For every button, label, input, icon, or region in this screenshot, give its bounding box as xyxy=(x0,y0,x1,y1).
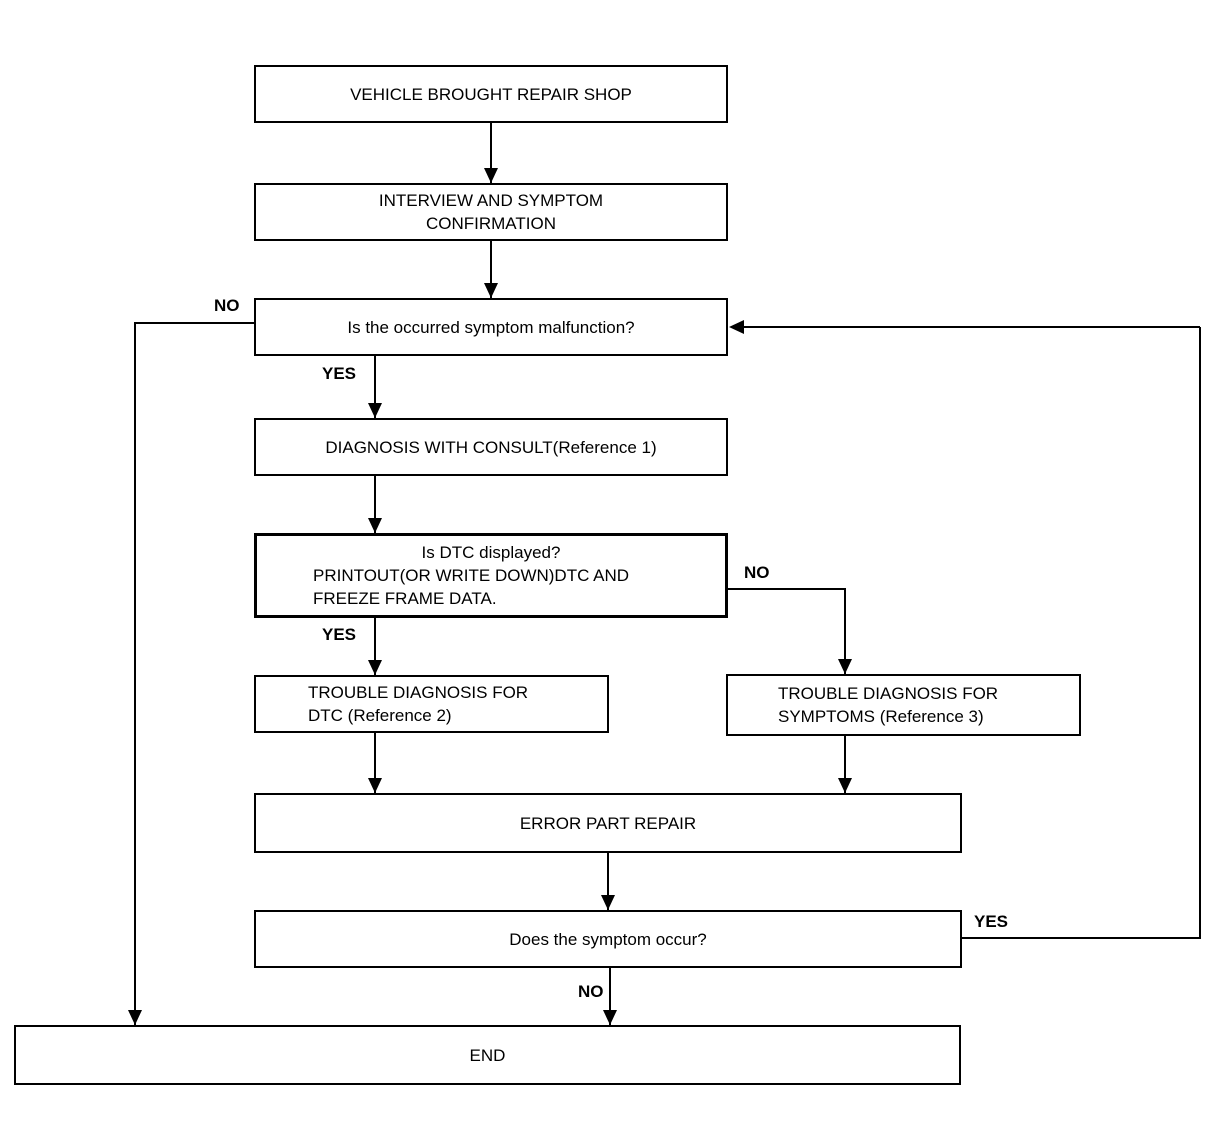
node-diagnosis-with-consult: DIAGNOSIS WITH CONSULT(Reference 1) xyxy=(254,418,728,476)
edge-label-yes: YES xyxy=(974,912,1009,931)
edge-dtc-no-horizontal xyxy=(728,588,846,590)
edge-consult-to-dtc-check xyxy=(374,476,376,533)
node-error-part-repair: ERROR PART REPAIR xyxy=(254,793,962,853)
arrow-head xyxy=(729,320,744,334)
node-label: INTERVIEW AND SYMPTOM xyxy=(378,191,604,210)
arrow-head xyxy=(838,778,852,793)
node-label: Is DTC displayed? xyxy=(421,543,561,562)
edge-symptom-no-horizontal xyxy=(135,322,254,324)
edge-label-yes: YES xyxy=(322,625,357,644)
arrow-head xyxy=(368,403,382,418)
node-label: ERROR PART REPAIR xyxy=(519,813,697,833)
edge-label-no: NO xyxy=(744,563,770,582)
node-dtc-displayed-question: Is DTC displayed? PRINTOUT(OR WRITE DOWN… xyxy=(254,533,728,618)
edge-symptom-no-vertical xyxy=(134,322,136,1025)
edge-occur-yes-vertical xyxy=(1199,327,1201,939)
edge-vehicle-to-interview xyxy=(490,123,492,183)
arrow-head xyxy=(368,778,382,793)
arrow-head xyxy=(484,168,498,183)
edge-diagnosis-dtc-to-repair xyxy=(374,733,376,793)
edge-interview-to-symptom-check xyxy=(490,241,492,298)
edge-label-no: NO xyxy=(214,296,240,315)
node-symptom-malfunction-question: Is the occurred symptom malfunction? xyxy=(254,298,728,356)
node-label: VEHICLE BROUGHT REPAIR SHOP xyxy=(350,84,632,104)
arrow-head xyxy=(601,895,615,910)
edge-occur-yes-horizontal-top xyxy=(744,326,1200,328)
node-end: END xyxy=(14,1025,961,1085)
node-label: TROUBLE DIAGNOSIS FOR xyxy=(778,684,999,703)
arrow-head xyxy=(128,1010,142,1025)
edge-label-yes: YES xyxy=(322,364,357,383)
node-label: CONFIRMATION xyxy=(425,214,556,233)
node-label: Does the symptom occur? xyxy=(509,929,707,949)
node-label: SYMPTOMS (Reference 3) xyxy=(778,707,984,726)
arrow-head xyxy=(368,660,382,675)
node-label: PRINTOUT(OR WRITE DOWN)DTC AND xyxy=(313,566,630,585)
edge-dtc-yes-to-diagnosis-dtc xyxy=(374,618,376,675)
node-interview-symptom-confirmation: INTERVIEW AND SYMPTOM CONFIRMATION xyxy=(254,183,728,241)
node-label: Is the occurred symptom malfunction? xyxy=(347,317,635,337)
edge-dtc-no-vertical xyxy=(844,588,846,674)
node-label: TROUBLE DIAGNOSIS FOR xyxy=(308,683,529,702)
edge-diagnosis-symptoms-to-repair xyxy=(844,736,846,793)
node-label: DIAGNOSIS WITH CONSULT(Reference 1) xyxy=(325,437,657,457)
node-trouble-diagnosis-dtc: TROUBLE DIAGNOSIS FOR DTC (Reference 2) xyxy=(254,675,609,733)
arrow-head xyxy=(603,1010,617,1025)
arrow-head xyxy=(838,659,852,674)
node-symptom-occur-question: Does the symptom occur? xyxy=(254,910,962,968)
node-vehicle-brought-repair-shop: VEHICLE BROUGHT REPAIR SHOP xyxy=(254,65,728,123)
node-trouble-diagnosis-symptoms: TROUBLE DIAGNOSIS FOR SYMPTOMS (Referenc… xyxy=(726,674,1081,736)
arrow-head xyxy=(368,518,382,533)
edge-label-no: NO xyxy=(578,982,604,1001)
edge-symptom-yes-to-consult xyxy=(374,356,376,418)
edge-repair-to-occur-check xyxy=(607,852,609,910)
arrow-head xyxy=(484,283,498,298)
edge-occur-no-to-end xyxy=(609,967,611,1025)
node-label: FREEZE FRAME DATA. xyxy=(313,589,497,608)
node-label: END xyxy=(469,1045,506,1065)
node-label: DTC (Reference 2) xyxy=(308,706,452,725)
edge-occur-yes-horizontal-bottom xyxy=(962,937,1201,939)
